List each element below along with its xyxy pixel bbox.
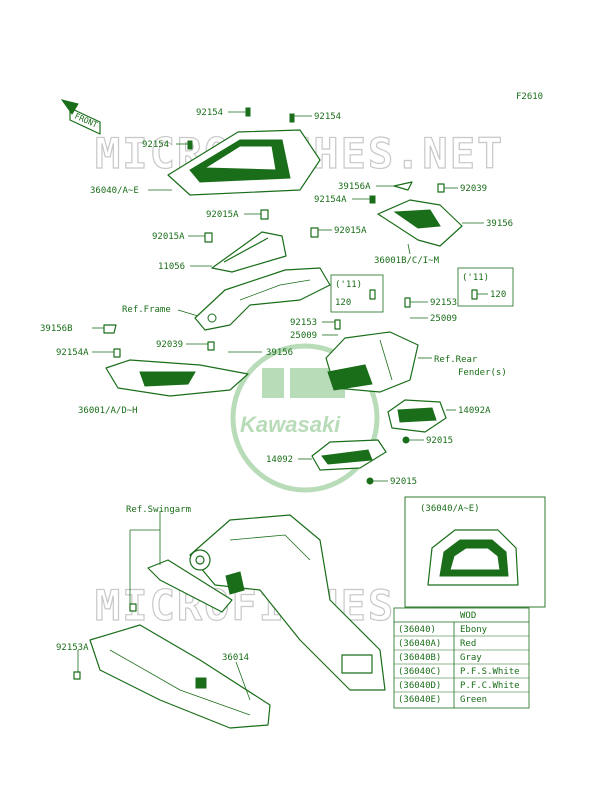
row-code: (36040)	[398, 625, 436, 635]
label-39156-a: 39156	[486, 219, 513, 229]
bolt-120-a	[369, 289, 376, 300]
label-25009-b: 25009	[290, 331, 317, 341]
label-120-a: 120	[335, 298, 351, 308]
strip-39156A	[393, 181, 413, 191]
seat-cowl-part	[167, 129, 321, 196]
label-92015-b: 92015	[390, 477, 417, 487]
label-11056: 11056	[158, 262, 185, 272]
label-92153-b: 92153	[290, 318, 317, 328]
inset-title: (36040/A~E)	[420, 504, 480, 514]
label-92154-b: 92154	[314, 112, 341, 122]
bolt-swing-a	[129, 603, 137, 612]
label-ref-rear: Ref.Rear	[434, 355, 478, 365]
rear-frame-part	[194, 267, 331, 331]
label-92015A-b: 92015A	[152, 232, 185, 242]
row-color: P.F.C.White	[460, 681, 520, 691]
label-92154-a: 92154	[196, 108, 223, 118]
strip-39156B	[103, 324, 117, 334]
bolt-92154A-left	[113, 348, 121, 358]
label-39156-b: 39156	[266, 348, 293, 358]
row-color: P.F.S.White	[460, 667, 520, 677]
label-92154A-b: 92154A	[56, 348, 89, 358]
label-25009-a: 25009	[430, 314, 457, 324]
label-36001B: 36001B/C/I~M	[374, 256, 440, 266]
chain-guard-part	[147, 559, 245, 613]
label-fender: Fender(s)	[458, 368, 507, 378]
label-92015A-c: 92015A	[334, 226, 367, 236]
table-row: (36040A) Red	[394, 639, 529, 651]
label-120-b: 120	[490, 290, 506, 300]
label-92039-b: 92039	[156, 340, 183, 350]
table-row: (36040D) P.F.C.White	[394, 681, 529, 693]
bolt-parts	[187, 107, 319, 243]
label-ref-swingarm: Ref.Swingarm	[126, 505, 191, 515]
nut-92039-right	[437, 183, 445, 193]
label-14092A: 14092A	[458, 406, 491, 416]
label-92153-a: 92153	[430, 298, 457, 308]
row-code: (36040E)	[398, 695, 441, 705]
row-color: Gray	[460, 653, 482, 663]
label-39156B: 39156B	[40, 324, 73, 334]
leader-lines	[77, 111, 488, 701]
table-row: (36040C) P.F.S.White	[394, 667, 529, 679]
table-row: (36040E) Green	[398, 695, 487, 705]
table-row: (36040) Ebony	[394, 625, 529, 637]
row-code: (36040A)	[398, 639, 441, 649]
seat-cowl-inset: (36040/A~E)	[404, 496, 546, 608]
label-92015A-a: 92015A	[206, 210, 239, 220]
bolt-120-b	[471, 289, 478, 300]
mudguard-36014-part	[89, 624, 271, 729]
row-code: (36040B)	[398, 653, 441, 663]
label-36040: 36040/A~E	[90, 186, 139, 196]
bolt-92153-right	[404, 297, 411, 308]
label-36014: 36014	[222, 653, 249, 663]
callout-box-11-a	[330, 274, 384, 313]
front-arrow-icon: FRONT	[60, 99, 101, 135]
rear-fender-part	[325, 331, 419, 393]
callout-box-11-b	[457, 267, 514, 307]
label-92015-a: 92015	[426, 436, 453, 446]
label-11-b: ('11)	[462, 273, 489, 283]
side-cover-right-part	[377, 199, 463, 247]
side-cover-left-part	[105, 359, 249, 397]
row-color: Green	[460, 695, 487, 705]
swingarm-part	[189, 514, 386, 691]
diagram-code: F2610	[516, 92, 543, 102]
bolt-92154A-right	[369, 195, 376, 204]
label-92154A-a: 92154A	[314, 195, 347, 205]
table-row: (36040B) Gray	[394, 653, 529, 665]
reflector-14092A-part	[387, 399, 447, 433]
color-table-header: WOD	[460, 611, 476, 621]
nut-92039-left	[207, 341, 215, 351]
label-ref-frame: Ref.Frame	[122, 305, 171, 315]
color-table: WOD (36040) Ebony (36040A) Red (36040B) …	[393, 607, 530, 709]
row-color: Ebony	[460, 625, 488, 635]
label-92154-c: 92154	[142, 140, 169, 150]
bolt-92153-left	[334, 319, 341, 330]
label-39156A: 39156A	[338, 182, 371, 192]
row-code: (36040C)	[398, 667, 441, 677]
row-code: (36040D)	[398, 681, 441, 691]
bolt-92153A	[73, 671, 81, 680]
label-36001: 36001/A/D~H	[78, 406, 138, 416]
kawasaki-logo-text: Kawasaki	[240, 412, 341, 437]
row-color: Red	[460, 639, 476, 649]
label-11-a: ('11)	[335, 280, 362, 290]
label-92153A: 92153A	[56, 643, 89, 653]
bracket-11056-part	[211, 231, 287, 273]
label-92039-a: 92039	[460, 184, 487, 194]
label-14092: 14092	[266, 455, 293, 465]
reflector-14092-part	[311, 439, 387, 471]
